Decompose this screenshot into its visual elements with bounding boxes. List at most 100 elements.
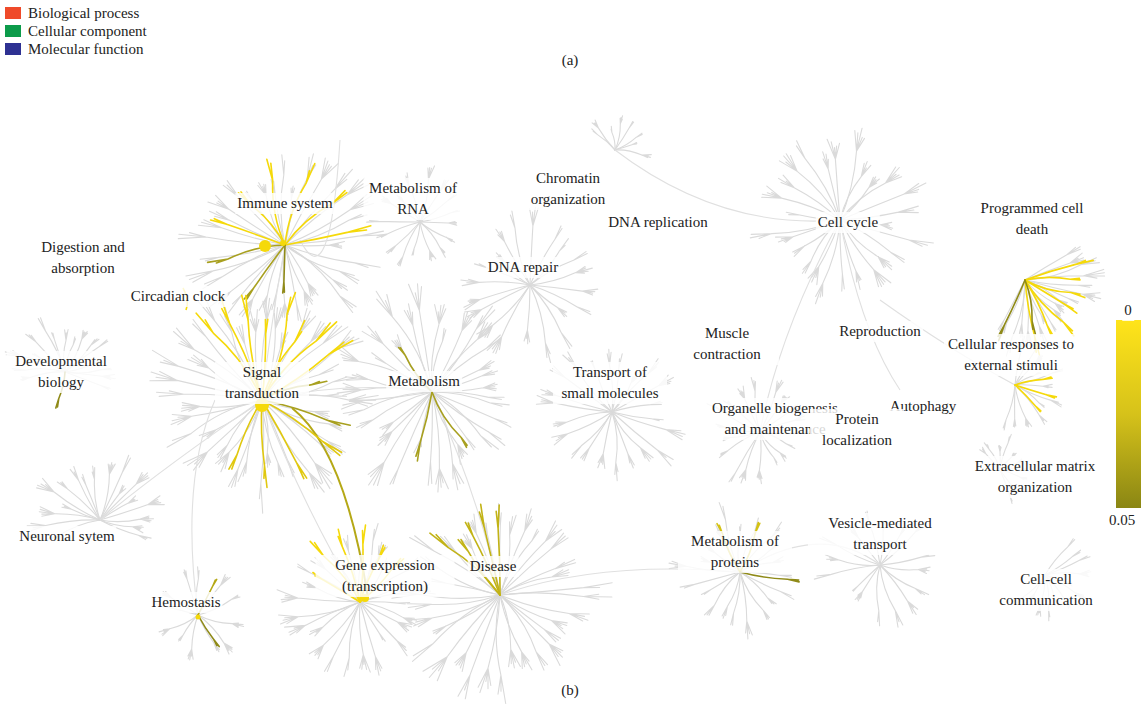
pathway-label: Disease	[468, 556, 519, 577]
legend-swatch	[5, 7, 21, 19]
highlight-branch	[261, 400, 267, 488]
tree-branch	[853, 565, 880, 591]
pathway-label: Digestion and absorption	[26, 237, 140, 279]
pathway-label: DNA repair	[486, 257, 560, 278]
tree-branch	[1015, 385, 1032, 427]
tree-branch	[342, 392, 432, 409]
highlight-branch	[198, 615, 219, 647]
highlight-branch	[479, 504, 500, 595]
tree-branch	[496, 595, 506, 704]
tree-branch	[464, 285, 530, 310]
pathway-dot	[196, 615, 201, 620]
highlighted-branches	[56, 159, 1093, 646]
tree-branch	[814, 565, 880, 579]
tree-branch	[420, 222, 457, 226]
tree-branch	[612, 412, 618, 481]
pathway-label: Hemostasis	[149, 592, 222, 613]
highlight-branch	[1015, 385, 1041, 412]
tree-branch	[285, 245, 380, 268]
tree-branch	[530, 285, 551, 363]
tree-branch	[159, 615, 198, 636]
tree-branch	[500, 595, 561, 642]
panel-label: (b)	[559, 680, 581, 701]
tree-branch	[880, 565, 903, 627]
highlight-branch	[262, 400, 342, 455]
highlight-branch	[496, 505, 500, 595]
tree-branch	[704, 572, 740, 615]
tree-branch	[477, 285, 530, 338]
pathway-label: Gene expression (transcription)	[316, 555, 455, 597]
tree-branch	[740, 572, 794, 599]
pathway-label: Programmed cell death	[978, 198, 1087, 240]
pathway-label: Vesicle-mediated transport	[808, 513, 952, 555]
highlight-branch	[1025, 277, 1080, 280]
pathway-label: Metabolism of proteins	[678, 531, 792, 573]
tree-branch	[432, 392, 448, 492]
highlight-branch	[1025, 260, 1093, 280]
tree-branch	[680, 572, 740, 588]
tree-branch	[360, 602, 412, 632]
tree-branch	[572, 412, 612, 458]
pathway-dot	[280, 240, 286, 246]
tree-branch	[1003, 385, 1015, 430]
tree-branch	[279, 602, 360, 624]
color-scale-bar	[1116, 320, 1141, 508]
pathway-label: Cellular responses to external stimuli	[944, 334, 1078, 376]
tree-branch	[199, 400, 262, 438]
tree-branch	[615, 133, 642, 150]
tree-branch	[262, 400, 324, 492]
tree-branch	[411, 595, 500, 627]
tree-branch	[262, 400, 284, 477]
tree-branch	[500, 595, 532, 670]
pathway-label: DNA replication	[606, 212, 710, 233]
highlight-branch	[285, 226, 371, 245]
tree-branch	[420, 222, 445, 257]
legend-text: Cellular component	[28, 22, 147, 40]
tree-branch	[880, 565, 929, 595]
highlight-branch	[208, 245, 285, 263]
pathway-label: Neuronal sytem	[17, 526, 116, 547]
tree-branch	[1025, 269, 1105, 280]
tree-branch	[740, 572, 769, 620]
tree-branch	[612, 412, 653, 461]
tree-branch	[432, 392, 464, 490]
highlight-branch	[740, 572, 799, 582]
pathway-trees	[5, 116, 1104, 704]
tree-branch	[198, 615, 219, 652]
tree-branch	[880, 555, 935, 565]
highlight-branch	[1025, 280, 1035, 334]
tree-branch	[377, 222, 420, 238]
tree-branch	[285, 245, 356, 313]
tree-branch	[500, 595, 520, 668]
legend-text: Molecular function	[28, 40, 143, 58]
tree-branch	[500, 583, 612, 595]
pathway-links	[100, 140, 1015, 615]
tree-link	[615, 150, 840, 221]
tree-branch	[612, 412, 685, 440]
tree-branch	[82, 474, 100, 520]
highlight-branch	[262, 400, 307, 479]
tree-branch	[368, 392, 432, 486]
highlight-branch	[416, 392, 432, 461]
tree-branch	[198, 615, 232, 654]
tree-branch	[179, 615, 198, 641]
scale-label: 0	[1122, 300, 1134, 321]
tree-branch	[465, 285, 531, 318]
pathway-label: Transport of small molecules	[553, 362, 667, 404]
tree-branch	[360, 602, 382, 675]
tree-branch	[360, 602, 385, 641]
tree-branch	[359, 602, 370, 672]
tree-branch	[100, 496, 138, 520]
tree-branch	[552, 412, 612, 445]
scale-label: 0.05	[1107, 510, 1137, 531]
pathway-label: Immune system	[235, 193, 334, 214]
tree-branch	[367, 221, 420, 223]
tree-branch	[701, 572, 740, 594]
legend-text: Biological process	[28, 4, 139, 22]
pathway-label: Circadian clock	[129, 286, 228, 307]
tree-branch	[612, 412, 673, 466]
tree-link	[192, 400, 215, 615]
tree-branch	[855, 565, 880, 601]
tree-branch	[420, 222, 436, 261]
tree-branch	[92, 466, 100, 520]
